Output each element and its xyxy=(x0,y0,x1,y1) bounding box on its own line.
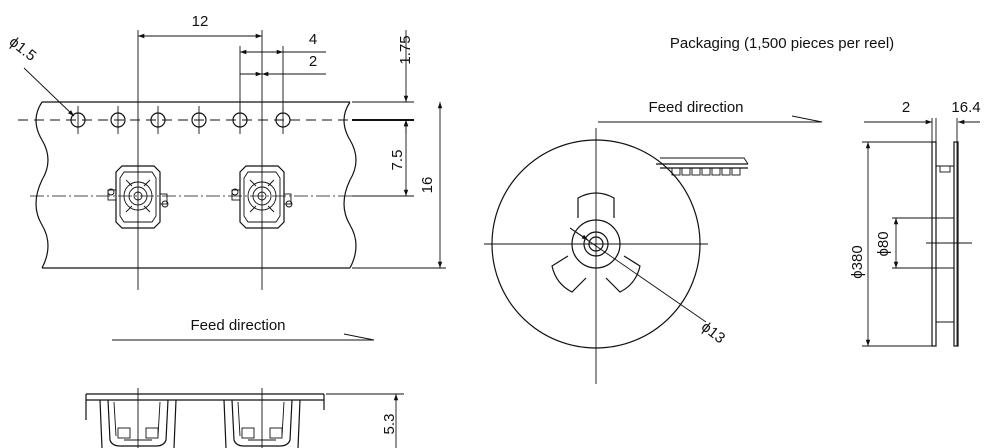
dim-pitch-4: 4 xyxy=(309,31,317,48)
dim-pitch-12: 12 xyxy=(192,13,209,30)
component-pocket-2 xyxy=(231,165,293,229)
dim-core-diameter: ϕ80 xyxy=(875,231,892,256)
tape-leader-on-reel xyxy=(656,157,749,176)
dim-reel-diameter: ϕ380 xyxy=(849,245,866,278)
dim-hole-diameter: ϕ1.5 xyxy=(6,33,40,64)
dim-pocket-depth: 5.3 xyxy=(381,414,398,435)
feed-direction-reel: Feed direction xyxy=(598,99,823,123)
dim-reel-flange-2: 2 xyxy=(902,99,910,116)
dim-tape-width: 16 xyxy=(419,177,436,194)
dim-pitch-2: 2 xyxy=(309,53,317,70)
packaging-title: Packaging (1,500 pieces per reel) xyxy=(670,35,894,52)
reel-side-view: ϕ380 ϕ80 2 16.4 xyxy=(849,99,981,347)
reel-front-view: ϕ13 xyxy=(484,128,749,384)
feed-direction-tape: Feed direction xyxy=(112,317,375,341)
carrier-tape-side-view: 5.3 xyxy=(85,388,404,448)
dim-center-offset: 7.5 xyxy=(389,150,406,171)
dim-reel-width-16-4: 16.4 xyxy=(951,99,980,116)
carrier-tape-top-view: 12 4 2 ϕ1.5 1.75 7.5 16 xyxy=(6,13,446,290)
feed-direction-label-bottom: Feed direction xyxy=(190,317,285,334)
dim-hole-offset: 1.75 xyxy=(397,35,414,64)
dim-reel-hub-diameter: ϕ13 xyxy=(698,318,728,347)
component-pocket-1 xyxy=(107,165,169,229)
feed-direction-label-top: Feed direction xyxy=(648,99,743,116)
